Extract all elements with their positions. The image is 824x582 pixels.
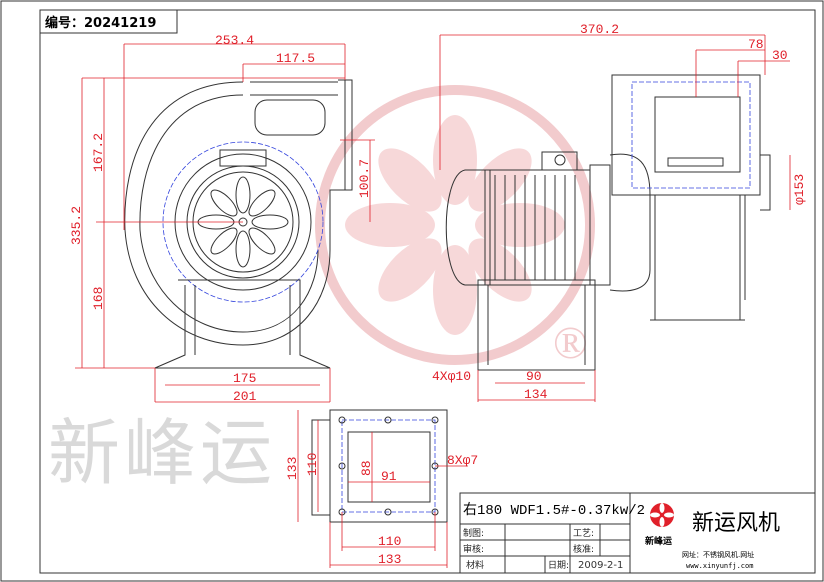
dim-88: 88 [359, 460, 374, 476]
watermark-logo: 新峰运 ® [48, 85, 595, 495]
logo-small-text: 新峰运 [645, 535, 673, 547]
dim-110-horizontal: 110 [378, 534, 401, 549]
dim-133-vertical: 133 [285, 457, 300, 480]
material-label: 材料 [466, 559, 484, 571]
flange-dimension-lines [297, 410, 468, 568]
dim-201: 201 [233, 389, 257, 404]
date-label: 日期: [548, 560, 569, 571]
dim-78: 78 [748, 37, 764, 52]
model-name: 右180 WDF1.5#-0.37kw/2 [463, 502, 645, 519]
serial-number: 编号：20241219 [45, 15, 156, 31]
serial-box [39, 9, 178, 34]
dim-168: 168 [91, 287, 106, 310]
dim-100-7: 100.7 [357, 159, 372, 198]
site-label: 网址：不锈钢风机.网址 [682, 550, 754, 559]
drawn-label: 制图: [463, 527, 484, 539]
review-label: 审核: [463, 543, 484, 555]
dim-335-2: 335.2 [69, 206, 84, 245]
company-name: 新运风机 [692, 511, 780, 536]
dim-4x-phi-10: 4Xφ10 [432, 369, 471, 384]
dim-133-horizontal: 133 [378, 552, 401, 567]
front-view-dimension-lines [75, 43, 375, 403]
dim-117-5: 117.5 [276, 51, 315, 66]
dim-175: 175 [233, 371, 256, 386]
dim-370-2: 370.2 [580, 22, 619, 37]
side-view [445, 74, 771, 371]
title-block [459, 492, 816, 574]
side-view-dimension-lines [439, 34, 791, 402]
dim-134: 134 [524, 387, 548, 402]
website-url: www.xinyunfj.com [686, 562, 753, 570]
date-value: 2009-2-1 [578, 560, 623, 571]
dim-110-vertical: 110 [305, 453, 320, 476]
inner-frame [39, 9, 816, 574]
watermark-text: 新峰运 [48, 411, 276, 495]
outlet-flange-view [311, 409, 448, 523]
dim-8x-phi-7: 8Xφ7 [447, 453, 478, 468]
dim-167-2: 167.2 [91, 133, 106, 172]
dim-phi-153: φ153 [792, 174, 807, 205]
dim-30: 30 [772, 48, 788, 63]
registered-mark: ® [553, 317, 588, 368]
front-view [124, 79, 353, 369]
approve-label: 核准: [573, 543, 594, 555]
dim-91: 91 [381, 469, 397, 484]
dim-253-4: 253.4 [215, 33, 254, 48]
process-label: 工艺: [573, 528, 594, 539]
dim-90: 90 [526, 369, 542, 384]
